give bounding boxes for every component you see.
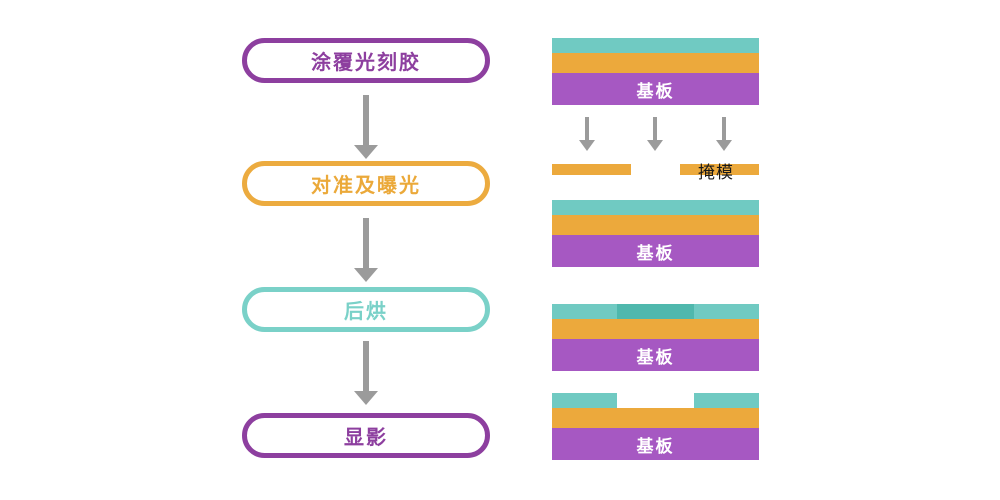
photoresist-remaining-left — [552, 393, 617, 408]
flow-arrow-down-icon — [354, 341, 378, 405]
arrow-shaft — [653, 117, 657, 140]
mask-segment-left — [552, 164, 631, 175]
film-layer — [552, 53, 759, 73]
wafer-stack-developed: 基板 — [552, 393, 759, 460]
arrow-head — [354, 145, 378, 159]
arrow-head — [579, 140, 595, 151]
wafer-stack-post-bake: 基板 — [552, 304, 759, 371]
film-layer — [552, 408, 759, 428]
flow-step-develop: 显影 — [242, 413, 490, 458]
arrow-head — [647, 140, 663, 151]
flow-step-coat-photoresist: 涂覆光刻胶 — [242, 38, 490, 83]
exposure-arrow-icon — [579, 117, 595, 151]
substrate-layer: 基板 — [552, 235, 759, 267]
mask-segment-right — [680, 164, 759, 175]
photoresist-layer — [552, 200, 759, 215]
arrow-shaft — [363, 341, 369, 391]
film-layer — [552, 215, 759, 235]
arrow-shaft — [585, 117, 589, 140]
arrow-shaft — [363, 95, 369, 145]
substrate-layer: 基板 — [552, 73, 759, 105]
substrate-layer: 基板 — [552, 428, 759, 460]
photoresist-layer — [552, 304, 759, 319]
mask-label: 掩模 — [698, 163, 734, 182]
flow-arrow-down-icon — [354, 95, 378, 159]
substrate-layer: 基板 — [552, 339, 759, 371]
flow-step-post-bake: 后烘 — [242, 287, 490, 332]
photoresist-layer — [552, 393, 759, 408]
arrow-head — [354, 391, 378, 405]
arrow-head — [354, 268, 378, 282]
arrow-shaft — [363, 218, 369, 268]
wafer-stack-coated: 基板 — [552, 38, 759, 105]
exposure-arrow-icon — [647, 117, 663, 151]
wafer-stack-exposed: 基板 — [552, 200, 759, 267]
film-layer — [552, 319, 759, 339]
photoresist-layer — [552, 38, 759, 53]
arrow-head — [716, 140, 732, 151]
photoresist-remaining-right — [694, 393, 759, 408]
flow-step-align-expose: 对准及曝光 — [242, 161, 490, 206]
photoresist-exposed-region — [617, 304, 694, 319]
flow-arrow-down-icon — [354, 218, 378, 282]
arrow-shaft — [722, 117, 726, 140]
exposure-arrow-icon — [716, 117, 732, 151]
